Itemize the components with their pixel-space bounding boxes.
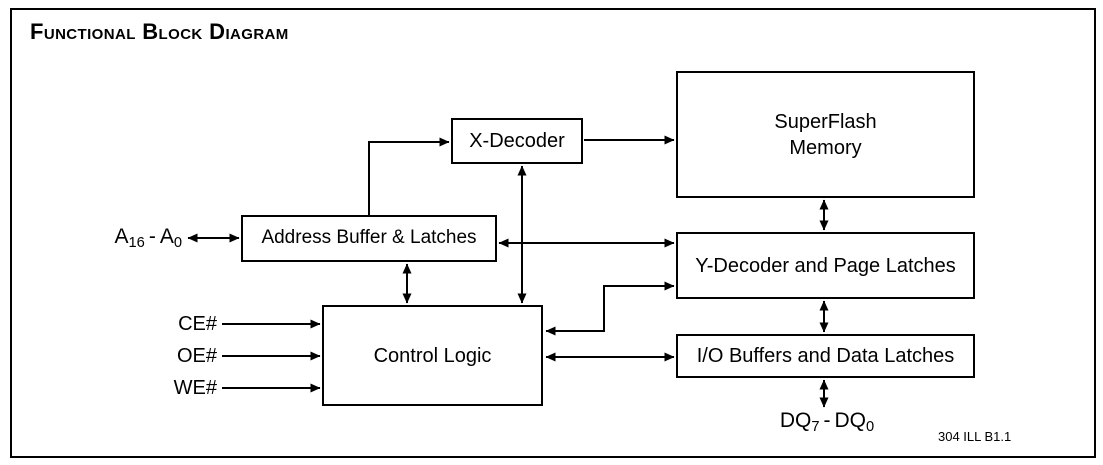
address-bus-separator: - (148, 225, 156, 248)
signal-address-bus-label: A16-A0 (50, 225, 182, 251)
data-bus-sub-low: 0 (866, 418, 875, 435)
block-y-decoder-page-latches-label: Y-Decoder and Page Latches (695, 254, 956, 277)
block-io-buffers-data-latches-label: I/O Buffers and Data Latches (696, 345, 955, 367)
address-bus-base-high: A (114, 225, 129, 248)
data-bus-base-high: DQ (779, 409, 812, 432)
signal-we-label: WE# (173, 377, 217, 399)
address-bus-sub-high: 16 (128, 234, 145, 251)
arrow-controllogic-ydecoder (545, 281, 675, 336)
block-superflash-memory-label-line1: SuperFlash (774, 110, 877, 133)
block-address-buffer-latches: Address Buffer & Latches (241, 215, 497, 262)
data-bus-sub-high: 7 (811, 418, 820, 435)
signal-data-bus-label: DQ7-DQ0 (737, 409, 917, 435)
signal-ce-label: CE# (178, 313, 217, 335)
address-bus-base-low: A (159, 225, 174, 248)
diagram-border (10, 8, 1096, 458)
signal-oe-label: OE# (176, 345, 217, 367)
block-superflash-memory-label-line2: Memory (789, 136, 862, 159)
block-superflash-memory: SuperFlash Memory (676, 71, 975, 198)
block-address-buffer-latches-label: Address Buffer & Latches (261, 227, 477, 249)
block-control-logic-label: Control Logic (373, 344, 492, 367)
data-bus-base-low: DQ (834, 409, 867, 432)
block-y-decoder-page-latches: Y-Decoder and Page Latches (676, 232, 975, 299)
figure-reference: 304 ILL B1.1 (938, 429, 1012, 444)
block-x-decoder: X-Decoder (451, 118, 583, 164)
address-bus-sub-low: 0 (173, 234, 182, 251)
block-x-decoder-label: X-Decoder (469, 130, 565, 152)
arrow-addressbuffer-to-xdecoder (368, 137, 450, 216)
block-control-logic: Control Logic (322, 305, 543, 406)
data-bus-separator: - (823, 409, 831, 432)
block-io-buffers-data-latches: I/O Buffers and Data Latches (676, 334, 975, 378)
diagram-title: Functional Block Diagram (30, 19, 289, 44)
